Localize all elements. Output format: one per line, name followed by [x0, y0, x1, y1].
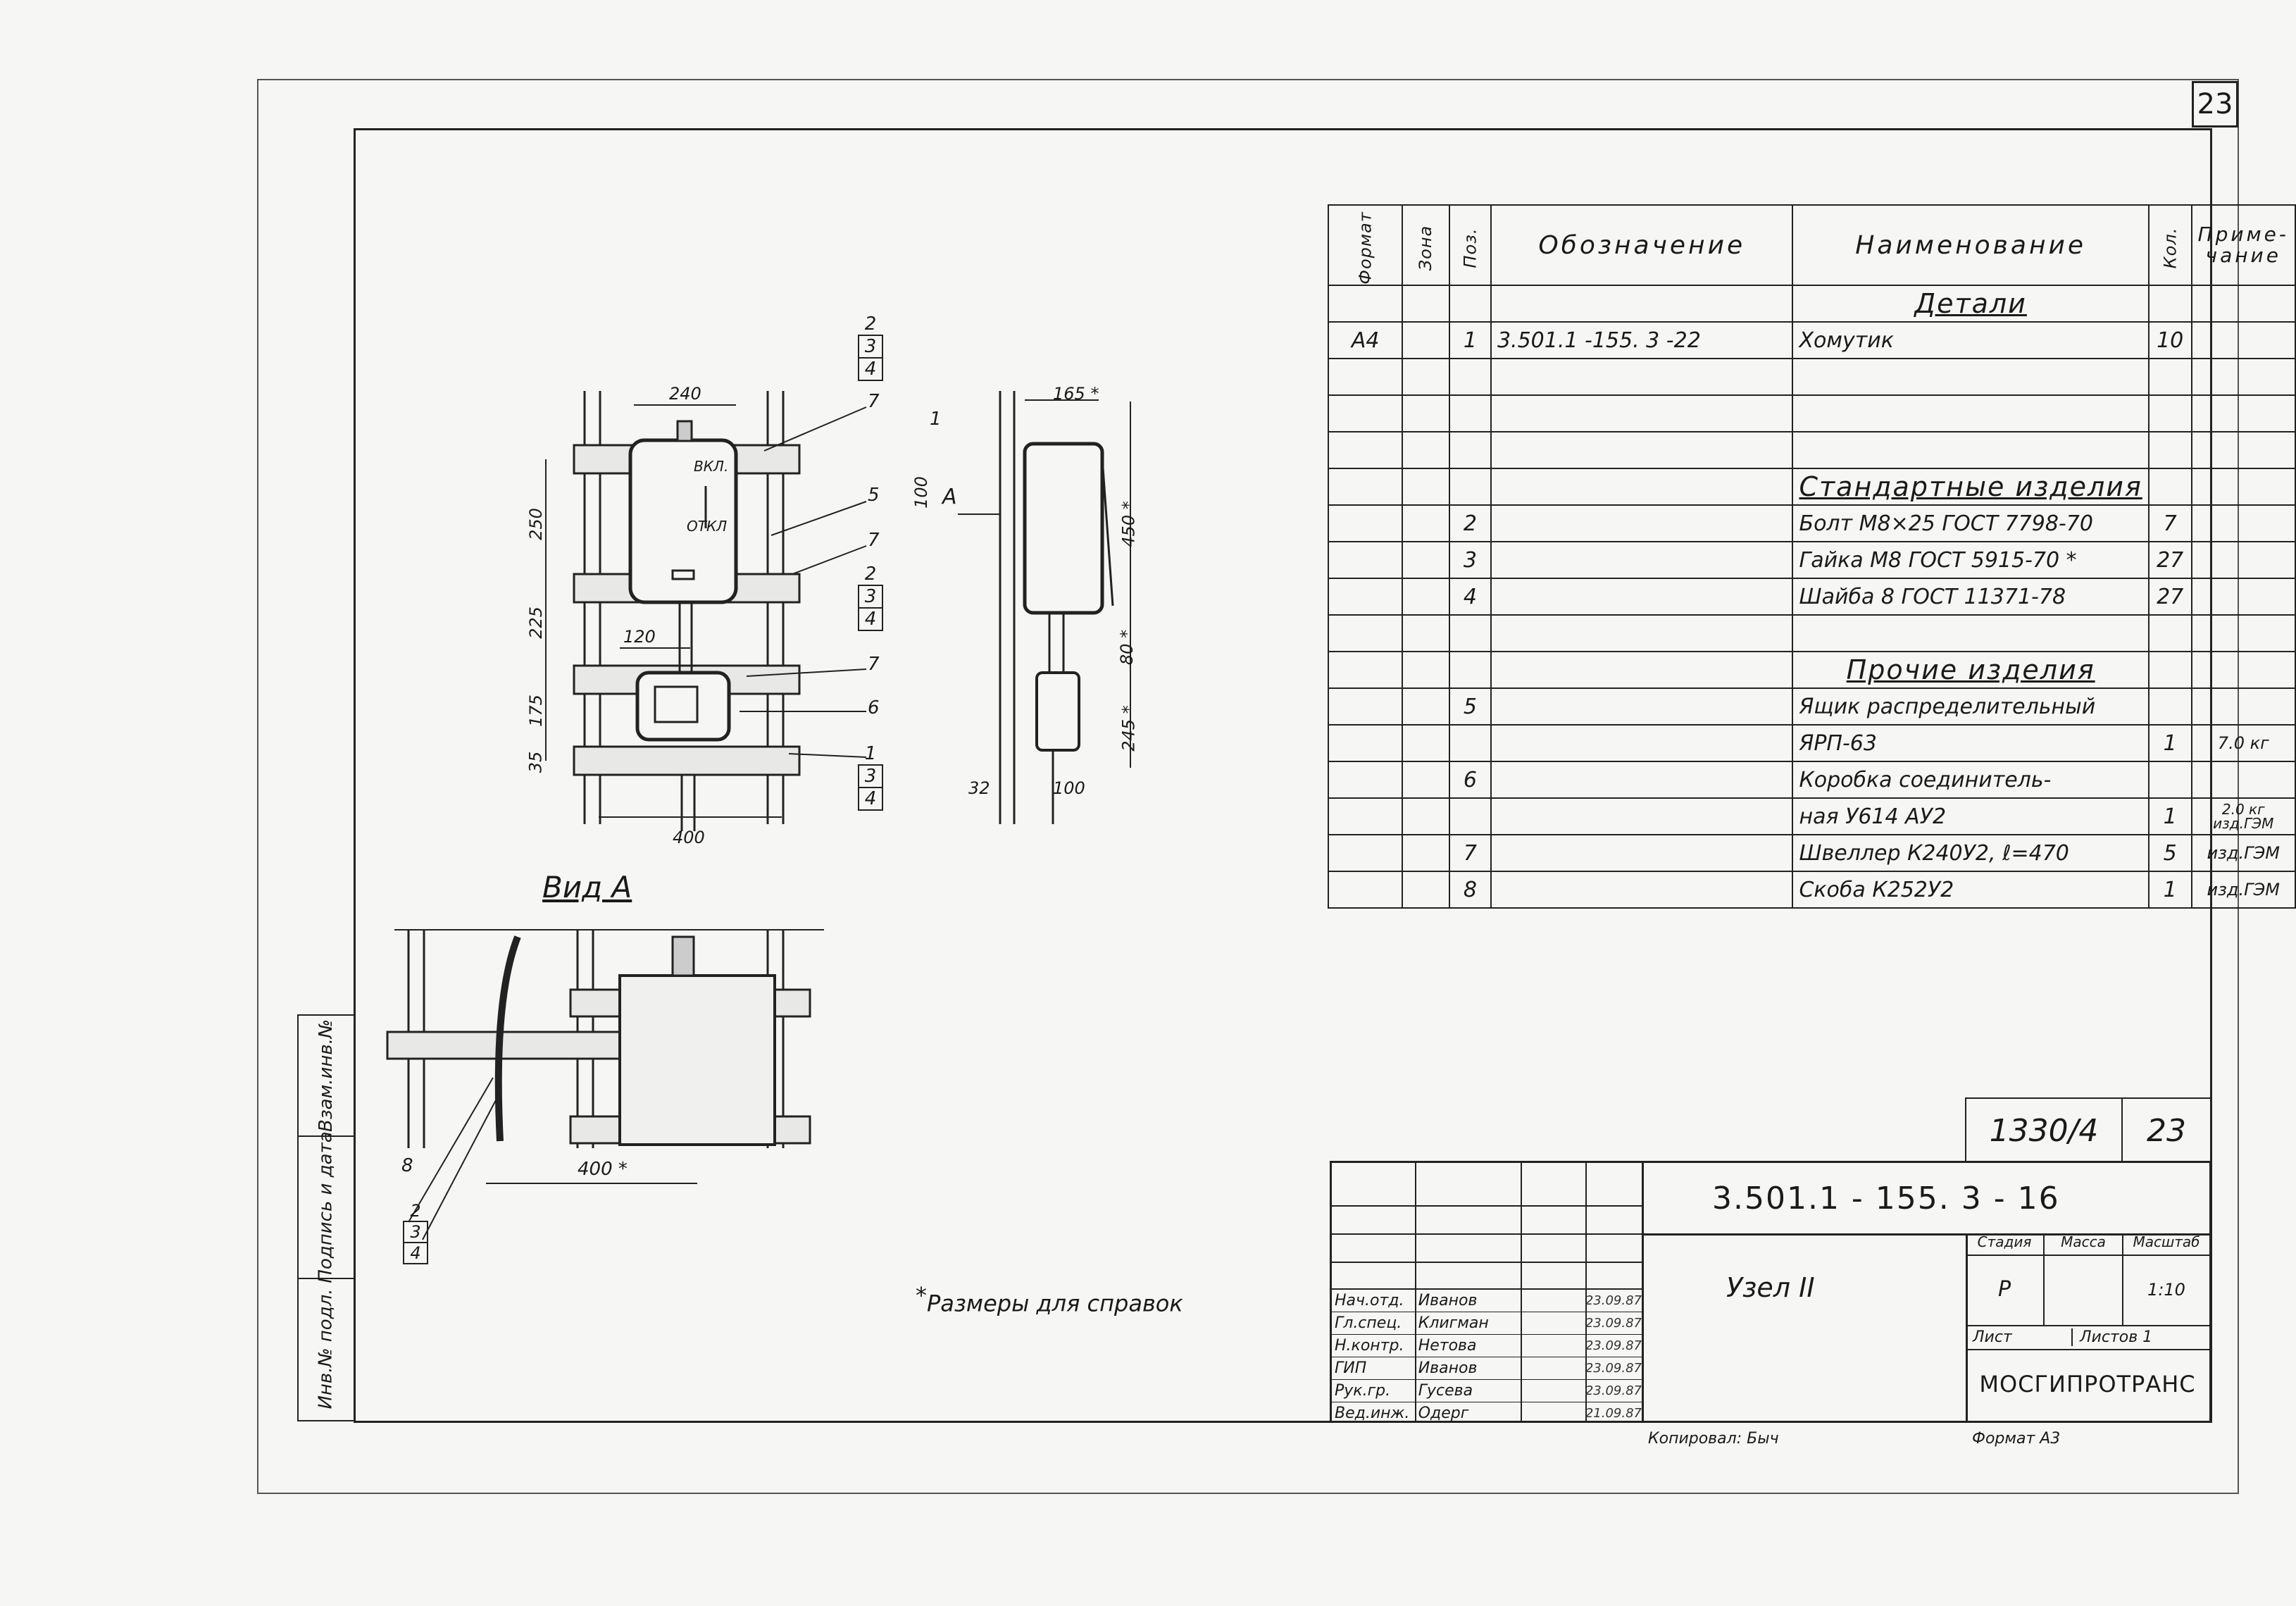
doc-designation: 3.501.1 - 155. 3 - 16 — [1712, 1181, 2060, 1216]
dim-100: 100 — [911, 476, 931, 509]
section-details: Детали — [1792, 285, 2150, 323]
label-vkl: ВКЛ. — [694, 458, 729, 475]
technical-drawing — [386, 391, 1131, 1240]
scale-value: 1:10 — [2147, 1280, 2185, 1300]
dim-250: 250 — [525, 508, 546, 540]
label-a: А — [942, 485, 957, 509]
hdr-qty: Кол. — [2160, 227, 2180, 268]
left-stamp-strip: Взам.инв.№ Подпись и дата Инв.№ подл. — [297, 1014, 355, 1421]
reference-note: *Размеры для справок — [916, 1282, 1183, 1317]
node-title: Узел II — [1726, 1272, 1815, 1303]
hdr-format: Формат — [1355, 211, 1375, 285]
callout-1-side: 1 — [930, 409, 942, 430]
sheet-label: Лист — [1966, 1328, 2073, 1346]
inventory-box: 1330/4 23 — [1965, 1097, 2211, 1162]
hdr-name: Наименование — [1792, 204, 2150, 286]
dim-120: 120 — [623, 627, 656, 647]
dim-450: 450 * — [1118, 501, 1139, 547]
inventory-sheet: 23 — [2147, 1112, 2186, 1149]
specification-table: Формат Зона Поз. Обозначение Наименовани… — [1327, 204, 2296, 909]
callout-7c: 7 — [868, 654, 880, 675]
dim-35: 35 — [525, 751, 546, 773]
stage-value: Р — [1966, 1255, 2045, 1325]
callout-7a: 7 — [868, 391, 880, 412]
dim-400: 400 — [673, 828, 705, 847]
spec-header-row: Формат Зона Поз. Обозначение Наименовани… — [1327, 204, 2296, 286]
corner-number: 23 — [2192, 81, 2238, 127]
hdr-zone: Зона — [1416, 225, 1436, 270]
dim-400-star: 400 * — [578, 1159, 628, 1180]
inventory-number: 1330/4 — [1966, 1099, 2123, 1162]
hdr-pos: Поз. — [1460, 227, 1480, 268]
callout-7b: 7 — [868, 530, 880, 551]
view-a-label: Вид А — [542, 870, 632, 904]
stage-label: Стадия — [1966, 1233, 2045, 1255]
sheet-format: Формат А3 — [1972, 1430, 2061, 1448]
label-otkl: ОТКЛ — [687, 518, 728, 535]
copied-by: Копировал: Быч — [1648, 1430, 1779, 1448]
scale-label: Масштаб — [2133, 1233, 2200, 1250]
dim-100b: 100 — [1053, 778, 1085, 798]
callout-5: 5 — [868, 485, 880, 506]
hdr-designation: Обозначение — [1490, 204, 1794, 286]
section-standard: Стандартные изделия — [1792, 468, 2150, 506]
hdr-note: Приме- чание — [2190, 204, 2296, 286]
dim-175: 175 — [525, 695, 546, 727]
mass-label: Масса — [2045, 1233, 2123, 1255]
section-other: Прочие изделия — [1792, 651, 2150, 689]
dim-165: 165 * — [1053, 384, 1099, 404]
dim-225: 225 — [525, 606, 546, 639]
dim-32: 32 — [968, 778, 990, 798]
sheets-label: Листов 1 — [2080, 1328, 2153, 1346]
callout-8: 8 — [401, 1155, 413, 1176]
dim-80: 80 * — [1117, 629, 1137, 666]
dim-245: 245 * — [1118, 705, 1139, 752]
callout-6: 6 — [868, 697, 880, 718]
dim-240: 240 — [669, 384, 701, 404]
organization: МОСГИПРОТРАНС — [1979, 1371, 2196, 1398]
